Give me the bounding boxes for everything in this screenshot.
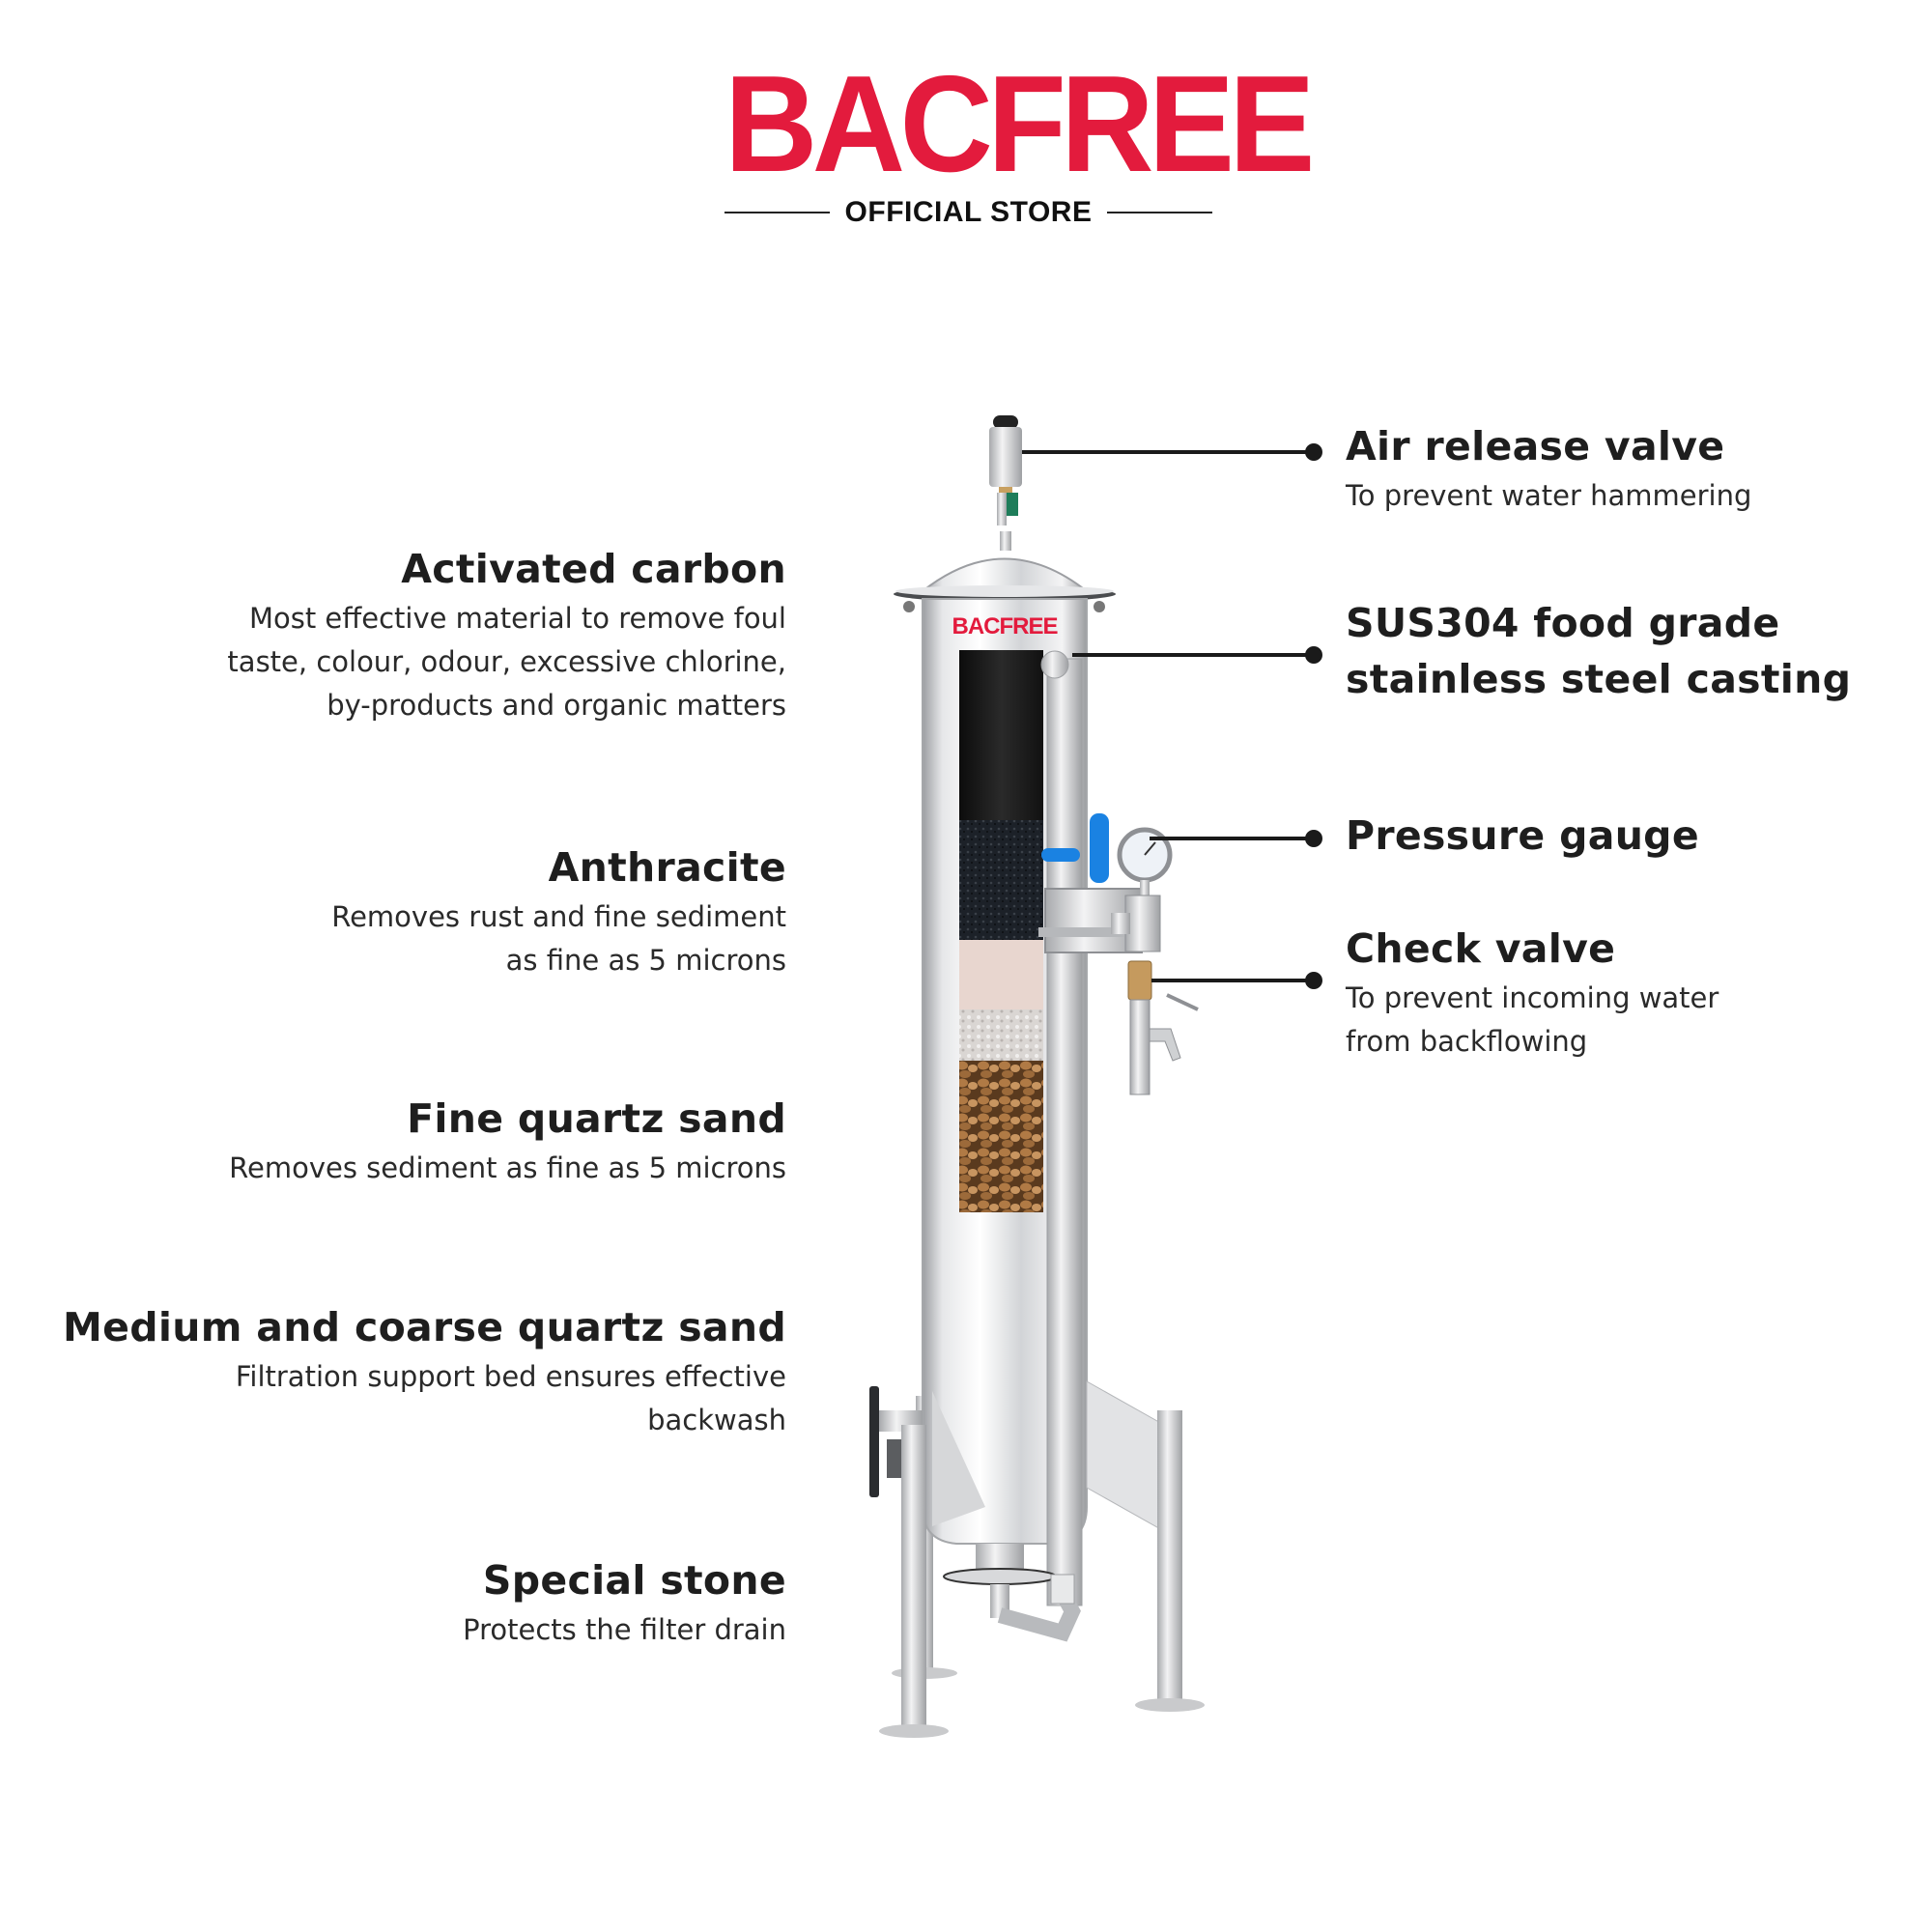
body-logo: BACFREE xyxy=(952,613,1058,639)
callout-description: To prevent incoming water from backflowi… xyxy=(1346,977,1719,1064)
description-line: Protects the filter drain xyxy=(463,1613,786,1646)
description-line: by-products and organic matters xyxy=(327,689,786,722)
description-line: Filtration support bed ensures effective xyxy=(235,1360,786,1393)
bottom-drain xyxy=(943,1544,1081,1642)
label-description: Most effective material to remove foul t… xyxy=(227,597,786,727)
support-brackets xyxy=(932,1380,1165,1532)
callout-sus304-casting: SUS304 food grade stainless steel castin… xyxy=(1346,595,1851,707)
official-store-label: OFFICIAL STORE xyxy=(844,196,1093,228)
check-valve xyxy=(1127,960,1199,1095)
label-activated-carbon: Activated carbon Most effective material… xyxy=(227,541,786,727)
divider-left xyxy=(724,212,830,213)
official-store-banner: OFFICIAL STORE xyxy=(724,193,1212,232)
callout-description: To prevent water hammering xyxy=(1346,479,1752,512)
leader-check-valve xyxy=(1151,979,1314,982)
layer-fine-quartz-sand xyxy=(959,940,1043,1009)
layer-activated-carbon xyxy=(959,650,1043,820)
label-description: Removes rust and fine sediment as fine a… xyxy=(331,895,786,982)
divider-right xyxy=(1107,212,1212,213)
air-release-valve xyxy=(989,415,1022,551)
description-line: Removes sediment as fine as 5 microns xyxy=(229,1151,786,1184)
callout-title: Check valve xyxy=(1346,925,1616,972)
description-line: Most effective material to remove foul xyxy=(248,602,786,635)
label-anthracite: Anthracite Removes rust and fine sedimen… xyxy=(331,839,786,982)
label-title: Special stone xyxy=(482,1557,786,1604)
media-cutaway xyxy=(959,650,1043,1212)
outlet-pipe xyxy=(1040,650,1083,1606)
leader-dot-sus304-casting xyxy=(1305,646,1322,664)
description-line: Removes rust and fine sediment xyxy=(331,900,786,933)
callout-title: Air release valve xyxy=(1346,423,1725,469)
layer-special-stone xyxy=(959,1009,1043,1061)
layer-coarse-quartz-sand xyxy=(959,1061,1043,1212)
leader-sus304-casting xyxy=(1072,653,1314,657)
label-special-stone: Special stone Protects the filter drain xyxy=(463,1552,786,1652)
description-line: taste, colour, odour, excessive chlorine… xyxy=(227,645,786,678)
callout-title-line: SUS304 food grade xyxy=(1346,600,1780,646)
callout-air-release-valve: Air release valve To prevent water hamme… xyxy=(1346,418,1751,518)
label-title: Fine quartz sand xyxy=(407,1095,786,1142)
label-title: Medium and coarse quartz sand xyxy=(63,1304,786,1350)
leader-pressure-gauge xyxy=(1150,837,1314,840)
label-fine-quartz-sand: Fine quartz sand Removes sediment as fin… xyxy=(229,1091,786,1190)
description-line: backwash xyxy=(647,1404,786,1436)
support-leg-left xyxy=(879,1425,949,1738)
description-line: To prevent incoming water xyxy=(1346,981,1719,1014)
label-title: Anthracite xyxy=(548,844,786,891)
label-medium-coarse-quartz-sand: Medium and coarse quartz sand Filtration… xyxy=(63,1299,786,1442)
label-description: Removes sediment as fine as 5 microns xyxy=(229,1147,786,1190)
callout-pressure-gauge: Pressure gauge xyxy=(1346,808,1699,864)
label-description: Protects the filter drain xyxy=(463,1608,786,1652)
callout-title-line: stainless steel casting xyxy=(1346,656,1852,702)
leader-air-release-valve xyxy=(1022,450,1314,454)
callout-title: Pressure gauge xyxy=(1346,812,1699,859)
support-leg-right xyxy=(1135,1410,1205,1712)
label-title: Activated carbon xyxy=(401,546,786,592)
leader-dot-check-valve xyxy=(1305,972,1322,989)
layer-anthracite xyxy=(959,820,1043,940)
pressure-gauge xyxy=(1111,827,1173,952)
callout-check-valve: Check valve To prevent incoming water fr… xyxy=(1346,921,1719,1064)
label-description: Filtration support bed ensures effective… xyxy=(63,1355,786,1442)
leader-dot-air-release-valve xyxy=(1305,443,1322,461)
description-line: from backflowing xyxy=(1346,1025,1588,1058)
leader-dot-pressure-gauge xyxy=(1305,830,1322,847)
description-line: as fine as 5 microns xyxy=(505,944,786,977)
